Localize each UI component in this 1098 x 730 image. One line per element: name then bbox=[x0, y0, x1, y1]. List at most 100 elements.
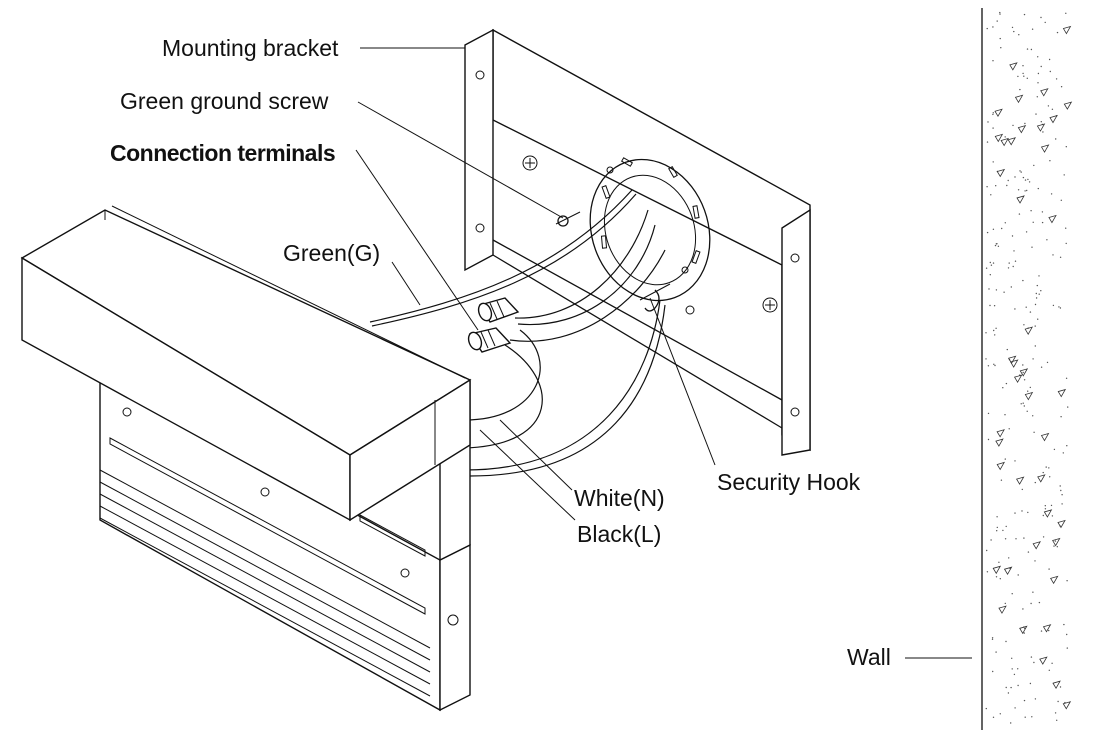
wall-speck bbox=[1023, 632, 1025, 634]
wall-speck bbox=[992, 161, 994, 163]
wall-aggregate bbox=[1019, 625, 1028, 635]
wall-speck bbox=[990, 264, 993, 266]
wall-speck bbox=[1023, 699, 1026, 702]
wall-speck bbox=[1005, 640, 1007, 643]
wall-speck bbox=[1042, 536, 1045, 538]
wall-speck bbox=[1007, 179, 1009, 182]
wall-speck bbox=[993, 305, 996, 307]
wall-speck bbox=[992, 716, 995, 718]
wall-speck bbox=[1061, 494, 1063, 496]
wall-aggregate bbox=[1003, 566, 1013, 575]
wall-speck bbox=[986, 186, 988, 188]
wall-aggregate bbox=[1049, 114, 1058, 124]
wall-speck bbox=[1037, 187, 1040, 190]
wall-speck bbox=[1032, 221, 1034, 223]
wall-speck bbox=[1029, 386, 1032, 389]
junction-box-ring bbox=[589, 157, 711, 315]
label-connection-terminals: Connection terminals bbox=[110, 140, 335, 166]
wall-aggregate bbox=[1040, 88, 1049, 97]
screw-icon bbox=[762, 297, 778, 313]
wall-speck bbox=[1030, 48, 1033, 51]
wall-speck bbox=[1024, 179, 1027, 181]
wall-speck bbox=[1040, 65, 1042, 68]
wall-speck bbox=[1024, 190, 1026, 192]
wall-speck bbox=[1014, 308, 1016, 310]
wall-speck bbox=[1011, 235, 1014, 237]
wall-speck bbox=[1028, 181, 1031, 183]
wall-speck bbox=[1025, 231, 1028, 233]
wall-speck bbox=[1002, 529, 1004, 532]
wall-speck bbox=[992, 262, 995, 264]
wall-speck bbox=[1037, 82, 1039, 84]
wall-speck bbox=[1035, 297, 1038, 299]
wall-speck bbox=[1065, 242, 1067, 245]
wall-speck bbox=[1017, 75, 1019, 78]
wall-speck bbox=[1005, 382, 1008, 385]
wall-aggregate bbox=[1036, 123, 1046, 132]
wall-speck bbox=[1048, 629, 1050, 632]
label-black-wire: Black(L) bbox=[577, 521, 661, 547]
wall-speck bbox=[1017, 574, 1019, 576]
wall-speck bbox=[997, 245, 1000, 247]
wall-speck bbox=[1040, 16, 1042, 19]
wall-speck bbox=[1033, 431, 1035, 433]
wall-speck bbox=[1060, 199, 1063, 201]
wall-speck bbox=[1017, 684, 1019, 687]
wall-speck bbox=[985, 358, 987, 360]
wall-speck bbox=[1007, 692, 1010, 694]
wall-speck bbox=[1032, 358, 1034, 360]
wall-speck bbox=[1058, 306, 1060, 308]
wall-aggregate bbox=[1050, 575, 1059, 585]
wall-speck bbox=[996, 530, 998, 532]
wall-aggregate bbox=[1043, 509, 1053, 518]
wall-speck bbox=[1057, 700, 1059, 703]
wall-speck bbox=[994, 334, 996, 336]
wall-speck bbox=[1004, 136, 1006, 138]
wall-speck bbox=[1049, 476, 1051, 478]
wall-aggregate bbox=[996, 461, 1006, 471]
wall-aggregate bbox=[1007, 137, 1017, 146]
wall-aggregate bbox=[1057, 388, 1067, 398]
wall-speck bbox=[1005, 525, 1007, 528]
wall-speck bbox=[1056, 546, 1059, 548]
wall-speck bbox=[992, 127, 994, 129]
wall-aggregate bbox=[1016, 195, 1025, 204]
wall-speck bbox=[995, 651, 997, 653]
wall-speck bbox=[1035, 113, 1037, 115]
wall-speck bbox=[1033, 661, 1035, 664]
wall-speck bbox=[1022, 65, 1024, 67]
wall-aggregate bbox=[1040, 144, 1050, 153]
wall-speck bbox=[1023, 75, 1025, 77]
wall-speck bbox=[1063, 174, 1065, 176]
wall-speck bbox=[1008, 262, 1010, 264]
wall-speck bbox=[1011, 657, 1013, 659]
wall-speck bbox=[1021, 488, 1023, 491]
wall-speck bbox=[1011, 26, 1014, 29]
wall-aggregate bbox=[1014, 94, 1024, 104]
wall-speck bbox=[1034, 481, 1037, 484]
wall-speck bbox=[1048, 58, 1051, 61]
wall-aggregate bbox=[1040, 432, 1050, 442]
wall-speck bbox=[1061, 503, 1063, 505]
wall-speck bbox=[1031, 246, 1033, 248]
wall-speck bbox=[1022, 371, 1024, 374]
wall-speck bbox=[1011, 593, 1013, 595]
wall-speck bbox=[1050, 193, 1053, 195]
wall-speck bbox=[996, 516, 998, 518]
wall-speck bbox=[987, 365, 990, 367]
wall-speck bbox=[1001, 227, 1003, 230]
wall-speck bbox=[1059, 485, 1061, 487]
wall-speck bbox=[1047, 105, 1050, 107]
wall-speck bbox=[1034, 345, 1037, 347]
wall-aggregate bbox=[992, 565, 1002, 575]
wall-speck bbox=[1045, 466, 1047, 468]
wall-speck bbox=[1036, 96, 1039, 98]
wall-speck bbox=[1023, 324, 1025, 326]
wall-speck bbox=[1065, 227, 1067, 229]
wall-speck bbox=[1027, 511, 1029, 514]
wall-speck bbox=[1055, 138, 1057, 140]
wall-speck bbox=[996, 526, 998, 529]
wall-speck bbox=[1013, 250, 1015, 252]
wall-speck bbox=[1038, 293, 1040, 295]
wall-speck bbox=[1003, 291, 1005, 293]
